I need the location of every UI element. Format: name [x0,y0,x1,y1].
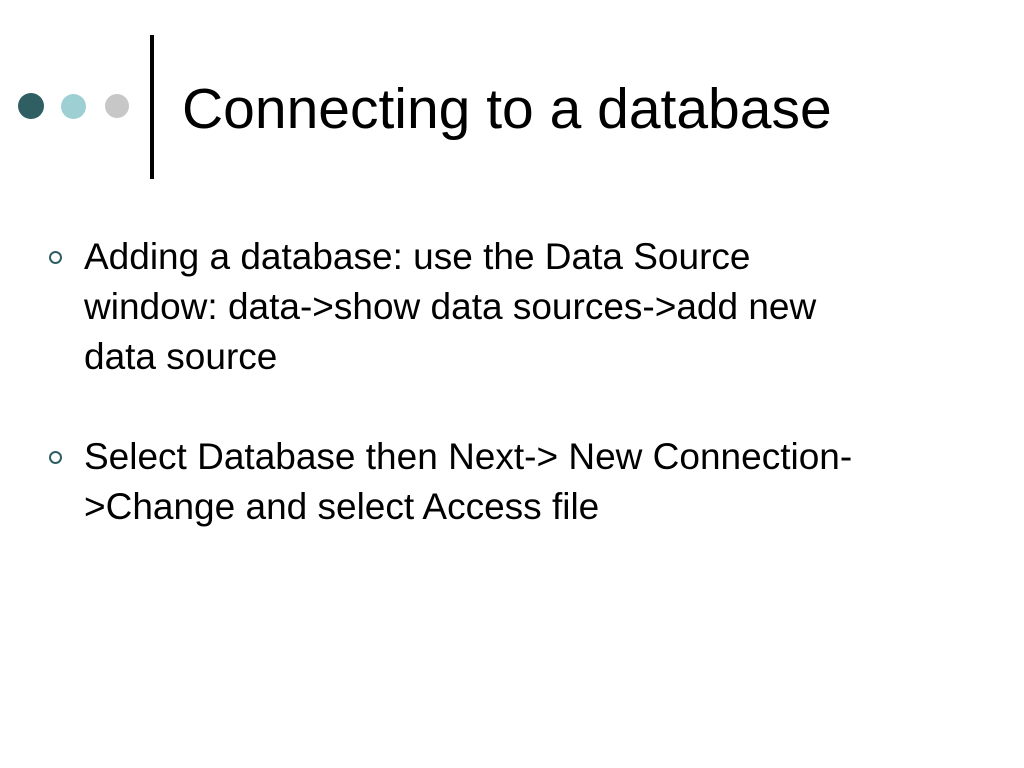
light-teal-dot-icon [61,94,86,119]
gray-dot-icon [105,94,129,118]
bullet-item-select-database: Select Database then Next-> New Connecti… [46,432,996,532]
bullet-text-line: data source [84,336,278,377]
ring-bullet-icon [49,251,62,264]
slide-title: Connecting to a database [182,77,832,141]
bullet-list: Adding a database: use the Data Source w… [46,232,996,532]
title-divider [150,35,154,179]
title-decoration-dots [16,92,136,122]
ring-bullet-icon [49,451,62,464]
bullet-text-line: window: data->show data sources->add new [84,286,817,327]
bullet-text-line: Adding a database: use the Data Source [84,236,751,277]
bullet-text-line: Select Database then Next-> New Connecti… [84,436,853,477]
bullet-item-add-database: Adding a database: use the Data Source w… [46,232,996,382]
dark-teal-dot-icon [18,93,44,119]
bullet-text-line: >Change and select Access file [84,486,600,527]
